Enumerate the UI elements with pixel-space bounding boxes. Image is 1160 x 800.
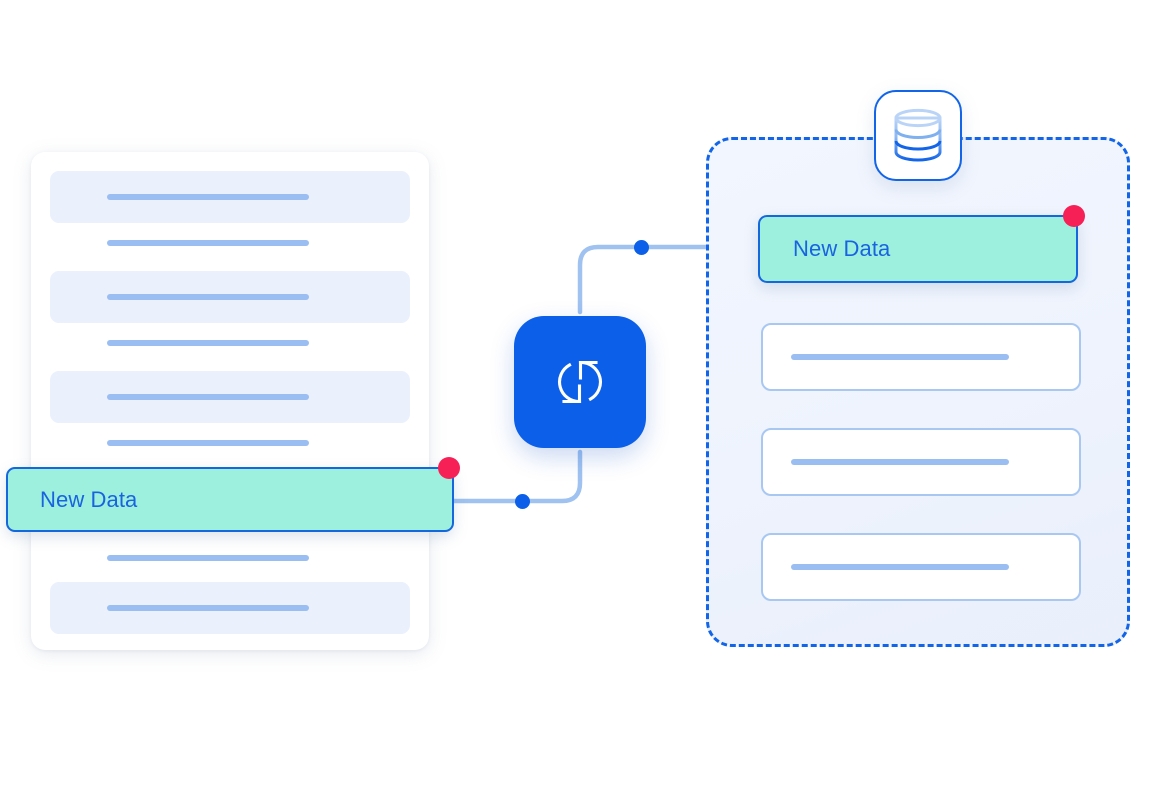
destination-card-bar (791, 564, 1009, 570)
alert-dot-icon (1063, 205, 1085, 227)
new-data-label: New Data (793, 236, 891, 261)
alert-dot-icon (438, 457, 460, 479)
new-data-label: New Data (40, 486, 138, 512)
source-records-card (31, 152, 429, 650)
destination-card-bar (791, 459, 1009, 465)
source-row-bar (107, 240, 309, 246)
sync-button[interactable] (514, 316, 646, 448)
source-row-bar (107, 605, 309, 611)
new-data-pill-destination[interactable]: New Data (758, 215, 1078, 283)
source-row-bar (107, 194, 309, 200)
connector-node-target (634, 240, 649, 255)
source-row-bar (107, 340, 309, 346)
database-cylinder-icon (894, 108, 942, 162)
source-row-bar (107, 394, 309, 400)
destination-card[interactable] (761, 533, 1081, 601)
destination-card[interactable] (761, 428, 1081, 496)
source-row-bar (107, 440, 309, 446)
destination-card-bar (791, 354, 1009, 360)
new-data-pill-source[interactable]: New Data (6, 467, 454, 532)
connector-node-source (515, 494, 530, 509)
destination-card[interactable] (761, 323, 1081, 391)
connector-source-to-sync (451, 449, 583, 504)
source-row-bar (107, 555, 309, 561)
sync-refresh-icon (557, 360, 603, 404)
source-row-bar (107, 294, 309, 300)
database-icon-badge[interactable] (874, 90, 962, 181)
